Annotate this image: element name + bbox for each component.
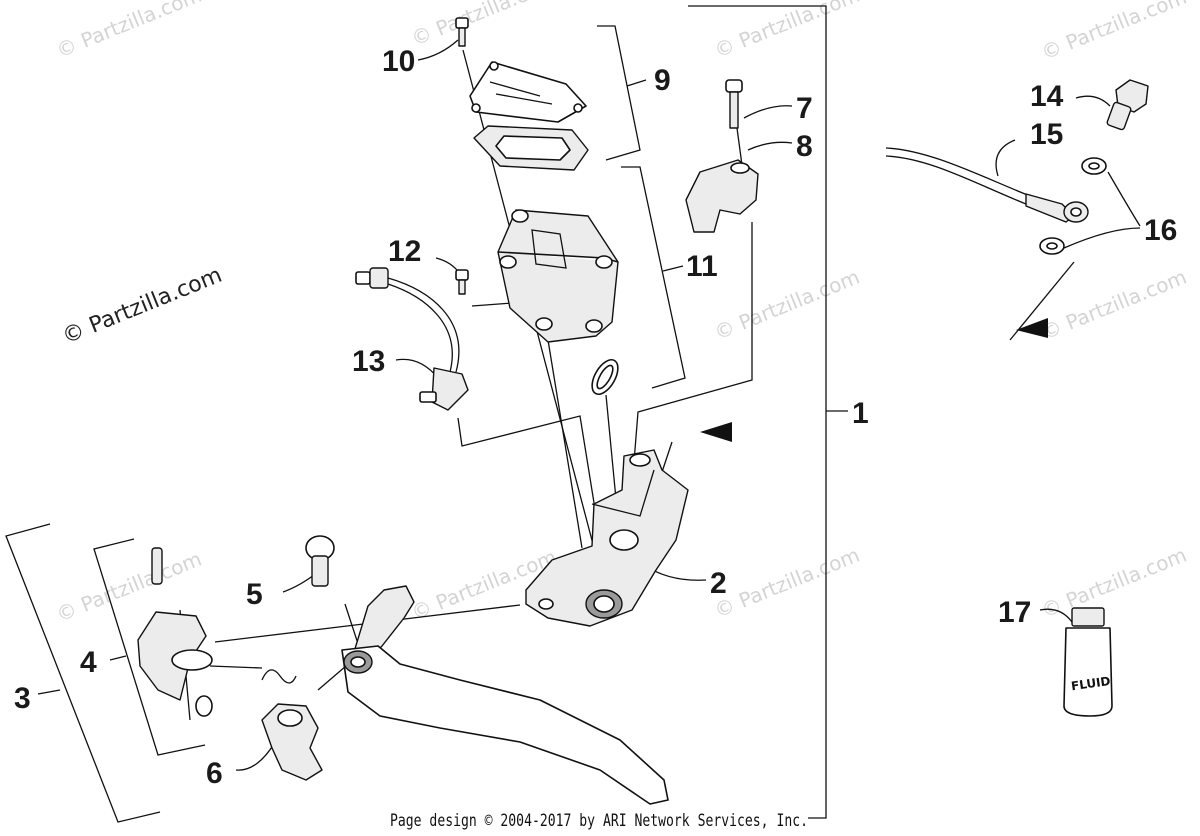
watermark: © Partzilla.com	[1038, 0, 1190, 65]
watermark: © Partzilla.com	[408, 0, 560, 51]
direction-arrow	[1016, 318, 1048, 338]
brake-fluid-bottle: FLUID	[1063, 607, 1113, 717]
leader-lines	[179, 39, 1141, 771]
callout-6: 6	[206, 757, 223, 790]
watermark: © Partzilla.com	[1038, 543, 1190, 623]
callout-14: 14	[1030, 80, 1064, 113]
sealing-washer	[1081, 157, 1107, 175]
screw-small	[455, 269, 469, 295]
watermark: © Partzilla.com	[711, 265, 863, 345]
reservoir-body	[497, 209, 619, 343]
bracket-1	[688, 5, 848, 819]
lever-adjuster	[137, 547, 297, 717]
brake-hose	[885, 147, 1089, 223]
o-ring	[591, 359, 619, 395]
callout-1: 1	[852, 397, 869, 430]
callout-16: 16	[1144, 214, 1177, 247]
master-cylinder	[525, 449, 689, 627]
callout-11: 11	[686, 250, 718, 283]
watermark: © Partzilla.com	[711, 543, 863, 623]
callout-17: 17	[998, 596, 1031, 629]
handlebar-clamp	[685, 159, 759, 233]
cover-screw	[455, 17, 469, 47]
brake-lever	[341, 585, 669, 805]
brake-switch	[355, 267, 469, 411]
clamp-bolt	[725, 79, 743, 129]
direction-arrow	[700, 422, 732, 442]
watermark: © Partzilla.com	[53, 0, 205, 63]
callout-13: 13	[352, 345, 385, 378]
callout-4: 4	[80, 646, 97, 679]
sealing-washer	[1039, 237, 1065, 255]
callout-10: 10	[382, 45, 415, 78]
bottle-label: FLUID	[1070, 674, 1111, 693]
banjo-bolt	[1106, 79, 1149, 131]
main-watermark: © Partzilla.com	[59, 263, 226, 350]
callouts: 1 2 3 4 5 6 7 8 9 10 11 12 13 14 15 16 1…	[14, 45, 1177, 790]
bracket-4	[93, 538, 206, 756]
callout-5: 5	[246, 578, 263, 611]
reservoir-cap	[469, 61, 589, 171]
bracket-3	[5, 523, 161, 823]
bracket-9	[597, 25, 647, 161]
callout-15: 15	[1030, 118, 1063, 151]
lever-guard	[261, 703, 323, 781]
page-footer: Page design © 2004-2017 by ARI Network S…	[390, 811, 808, 831]
callout-8: 8	[796, 130, 813, 163]
callout-7: 7	[796, 92, 813, 125]
bracket-11	[621, 166, 686, 389]
callout-3: 3	[14, 682, 31, 715]
callout-12: 12	[388, 235, 421, 268]
watermark: © Partzilla.com	[711, 0, 863, 63]
callout-9: 9	[654, 64, 671, 97]
watermark: © Partzilla.com	[1038, 265, 1190, 345]
callout-2: 2	[710, 567, 727, 600]
pivot-bolt	[305, 535, 335, 587]
